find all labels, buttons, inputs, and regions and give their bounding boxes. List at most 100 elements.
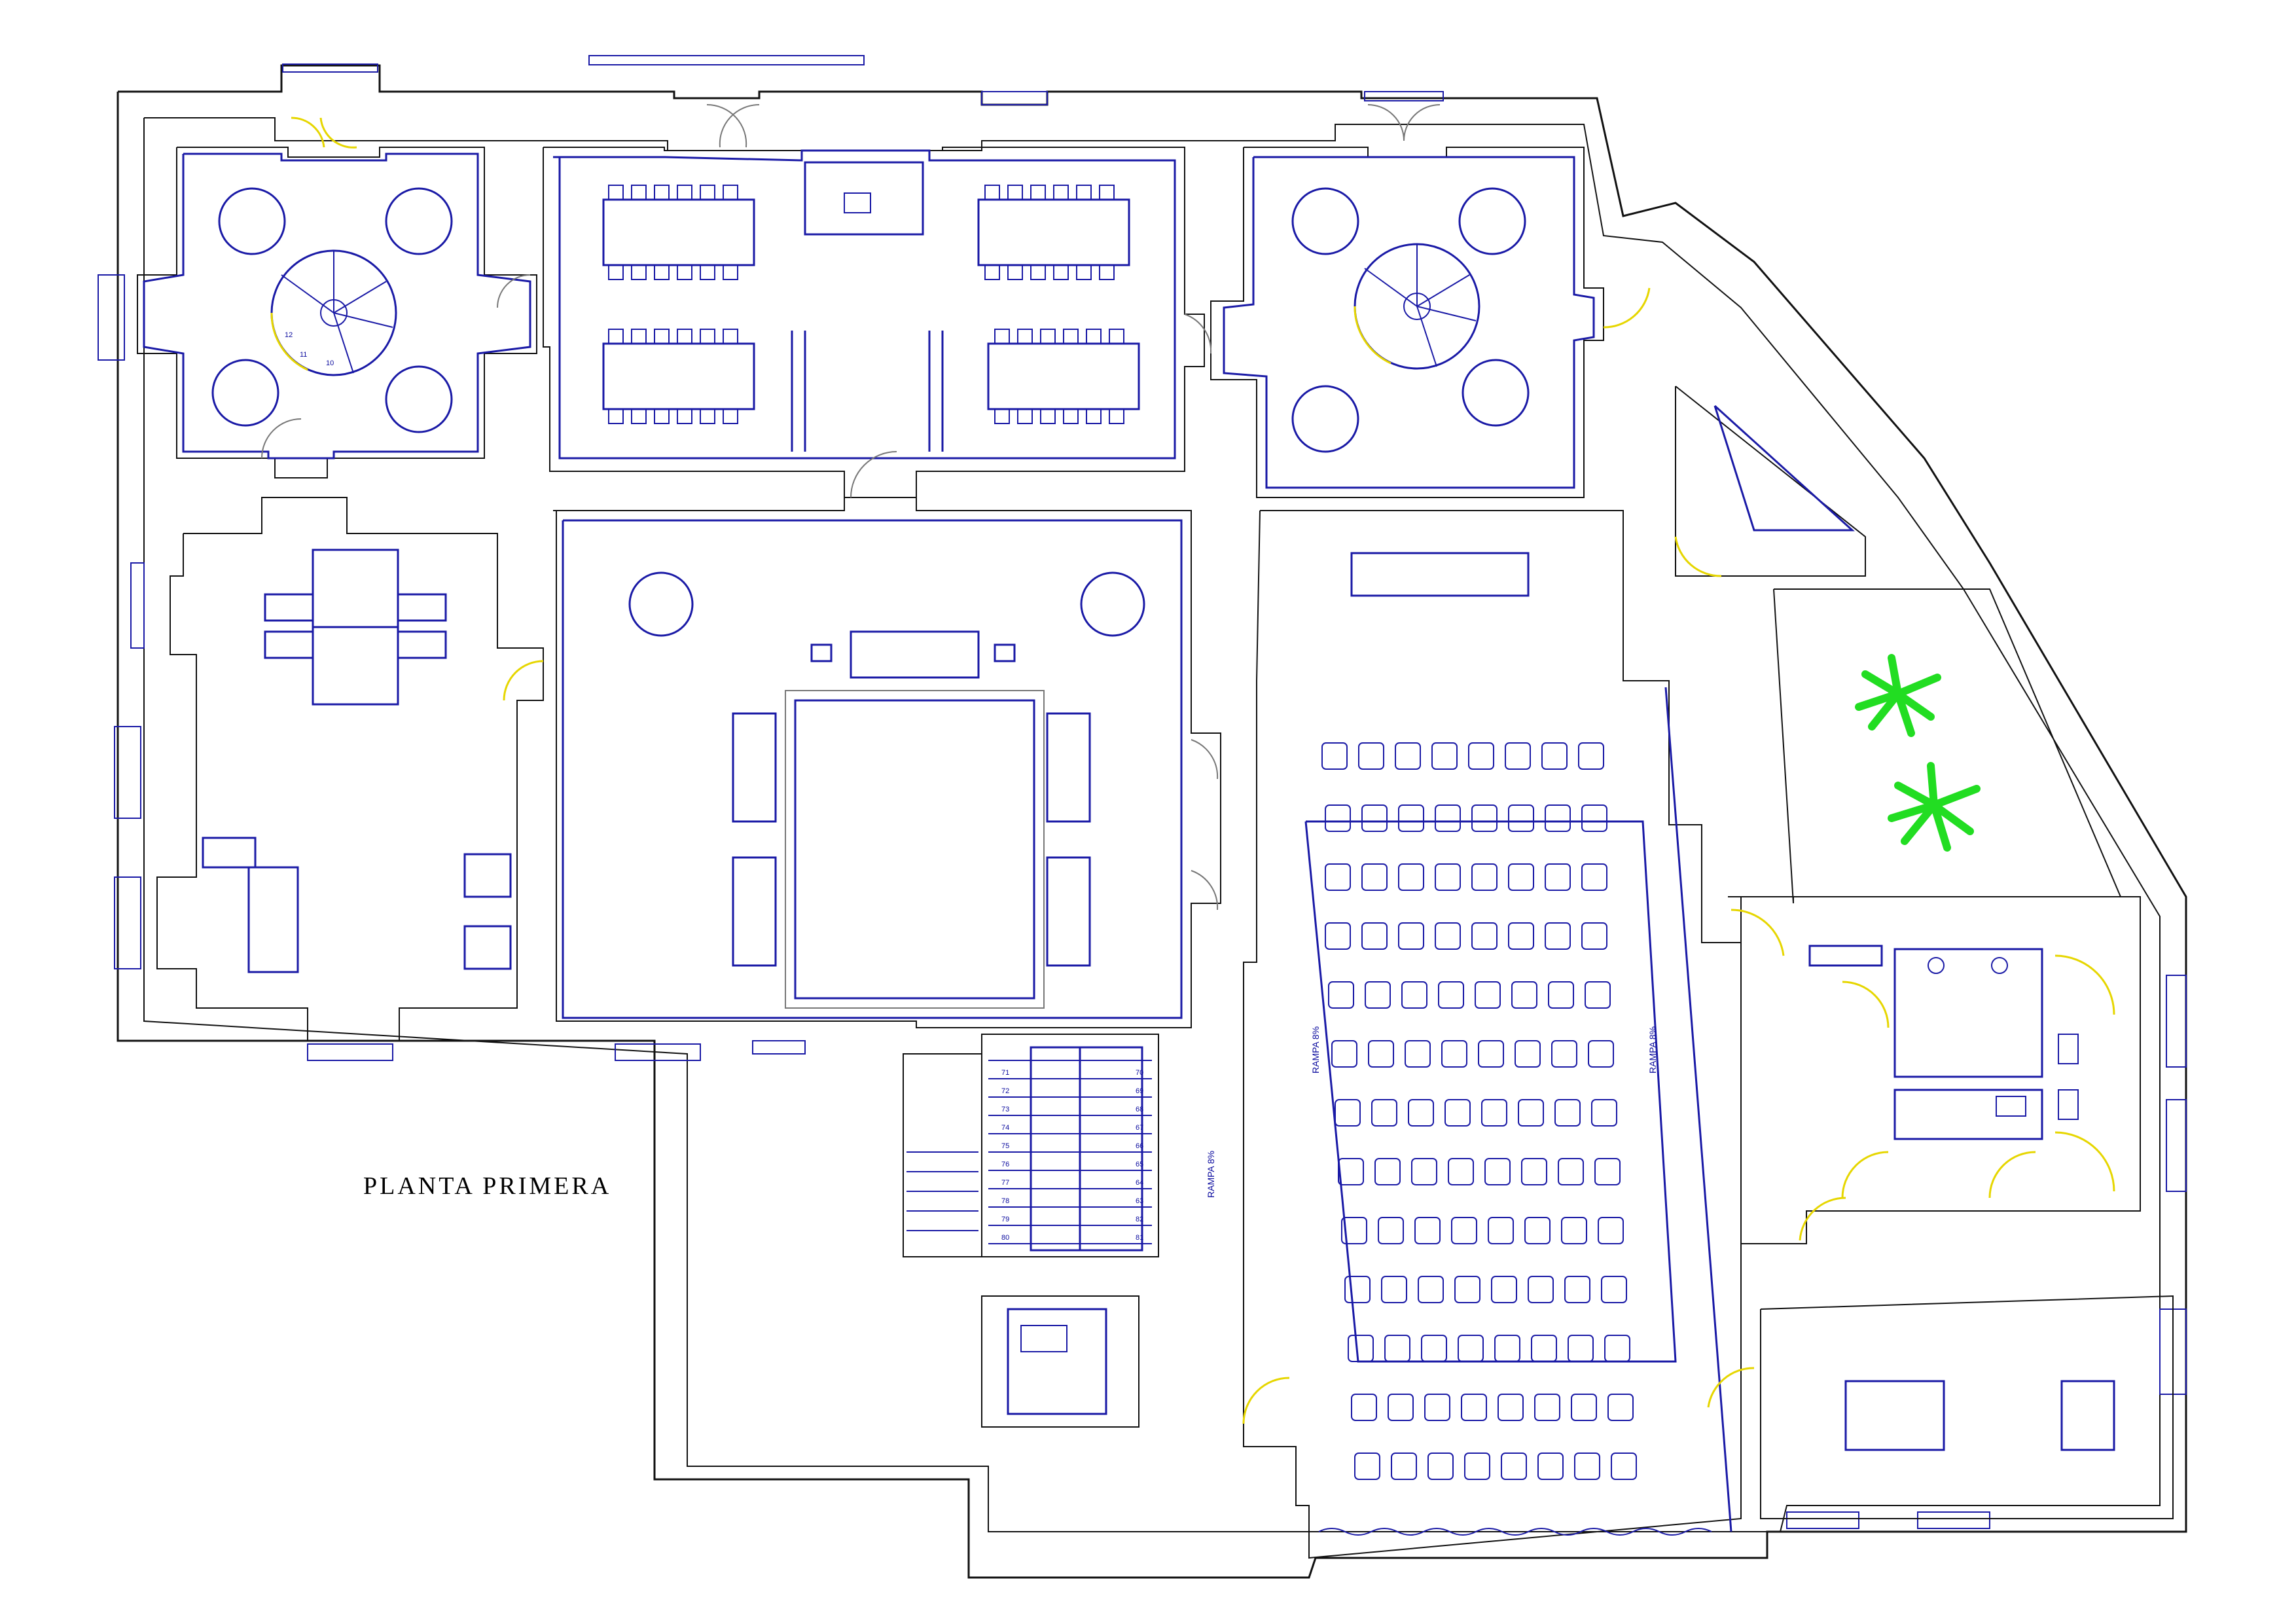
room-top-right: [1210, 147, 1604, 498]
ramp-label: RAMPA 8%: [1206, 1151, 1216, 1198]
courtyard: [1773, 588, 2122, 904]
lecture-seat: [1325, 804, 1351, 832]
lecture-seat: [1545, 922, 1571, 950]
lecture-seat: [1391, 1453, 1417, 1480]
lecture-seat: [1451, 1217, 1477, 1244]
stair-step-number: 82: [1136, 1216, 1143, 1223]
lecture-seat: [1588, 1040, 1614, 1068]
lecture-seat: [1481, 1099, 1507, 1127]
lecture-seat: [1441, 1040, 1467, 1068]
lecture-seat: [1435, 863, 1461, 891]
lecture-seat: [1405, 1040, 1431, 1068]
stair-step-number: 80: [1001, 1234, 1009, 1242]
lecture-seat: [1494, 1335, 1520, 1362]
spiral-stair-icon: [1354, 243, 1480, 370]
lecture-seat: [1594, 1158, 1621, 1185]
lecture-seat: [1564, 1276, 1590, 1303]
lecture-seat: [1361, 863, 1388, 891]
lecture-seat: [1325, 922, 1351, 950]
lecture-seat: [1418, 1276, 1444, 1303]
lecture-seat: [1411, 1158, 1437, 1185]
lecture-seat: [1338, 1158, 1364, 1185]
room-office-left: [156, 497, 544, 1041]
lecture-seat: [1531, 1335, 1557, 1362]
lecture-seat: [1607, 1394, 1634, 1421]
lecture-seat: [1598, 1217, 1624, 1244]
lecture-seat: [1344, 1276, 1371, 1303]
plan-title: PLANTA PRIMERA: [363, 1172, 612, 1200]
stair-step-number: 75: [1001, 1142, 1009, 1150]
lecture-seat: [1558, 1158, 1584, 1185]
lecture-seat: [1528, 1276, 1554, 1303]
stair-step-number: 71: [1001, 1069, 1009, 1077]
lecture-seat: [1601, 1276, 1627, 1303]
lecture-seat: [1435, 922, 1461, 950]
lecture-seat: [1461, 1394, 1487, 1421]
lecture-seat: [1348, 1335, 1374, 1362]
stair-step-number: 72: [1001, 1087, 1009, 1095]
lecture-seat: [1468, 742, 1494, 770]
lecture-seat: [1458, 1335, 1484, 1362]
lecture-seat: [1524, 1217, 1551, 1244]
lecture-seat: [1421, 1335, 1447, 1362]
lecture-seat: [1611, 1453, 1637, 1480]
lecture-seat: [1424, 1394, 1450, 1421]
lecture-seat: [1354, 1453, 1380, 1480]
spiral-step-12: 12: [285, 331, 293, 339]
lecture-seat: [1548, 981, 1574, 1009]
stair-step-number: 66: [1136, 1142, 1143, 1150]
lecture-seat: [1505, 742, 1531, 770]
lecture-seat: [1537, 1453, 1564, 1480]
lecture-seat: [1488, 1217, 1514, 1244]
lecture-seat: [1321, 742, 1348, 770]
lecture-seat: [1395, 742, 1421, 770]
lecture-seat: [1431, 742, 1458, 770]
stair-step-number: 63: [1136, 1197, 1143, 1205]
lecture-seat: [1508, 863, 1534, 891]
stair-step-number: 70: [1136, 1069, 1143, 1077]
stair-step-number: 68: [1136, 1106, 1143, 1113]
lecture-seat: [1331, 1040, 1357, 1068]
lecture-seat: [1574, 1453, 1600, 1480]
ramp-label: RAMPA 8%: [1647, 1026, 1658, 1074]
grey-door-swings: [261, 103, 1441, 911]
lecture-seat: [1374, 1158, 1401, 1185]
outer-walls: [117, 64, 2187, 1579]
lecture-seat: [1471, 804, 1498, 832]
lecture-seat: [1518, 1099, 1544, 1127]
side-stair-left: [903, 1053, 982, 1257]
lecture-seat: [1508, 804, 1534, 832]
spiral-step-11: 11: [300, 351, 307, 359]
lecture-seat: [1368, 1040, 1394, 1068]
lecture-seat: [1511, 981, 1537, 1009]
lecture-seat: [1444, 1099, 1471, 1127]
stair-step-number: 77: [1001, 1179, 1009, 1187]
lecture-seat: [1464, 1453, 1490, 1480]
elevator: [981, 1295, 1139, 1428]
lecture-seat: [1545, 804, 1571, 832]
room-lecture-hall: [1243, 510, 1742, 1559]
chairs-top-middle: [608, 185, 1124, 424]
stair-step-number: 78: [1001, 1197, 1009, 1205]
lecture-seat: [1435, 804, 1461, 832]
door-swings: [291, 117, 1846, 1424]
palm-plant-icon: [1888, 762, 1981, 852]
lecture-seat: [1378, 1217, 1404, 1244]
lecture-seat: [1325, 863, 1351, 891]
stair-step-number: 81: [1136, 1234, 1143, 1242]
lecture-seat: [1361, 922, 1388, 950]
restrooms: [1728, 896, 2141, 1244]
lecture-seat: [1585, 981, 1611, 1009]
lecture-seat: [1401, 981, 1427, 1009]
spiral-stair-icon: [270, 249, 397, 376]
stair-step-number: 79: [1001, 1216, 1009, 1223]
lecture-seat: [1398, 863, 1424, 891]
lecture-seat: [1408, 1099, 1434, 1127]
lecture-seat: [1581, 804, 1607, 832]
room-top-left: [137, 147, 537, 478]
lecture-seat: [1491, 1276, 1517, 1303]
lecture-seat: [1448, 1158, 1474, 1185]
stair-treads: [988, 1060, 1152, 1244]
